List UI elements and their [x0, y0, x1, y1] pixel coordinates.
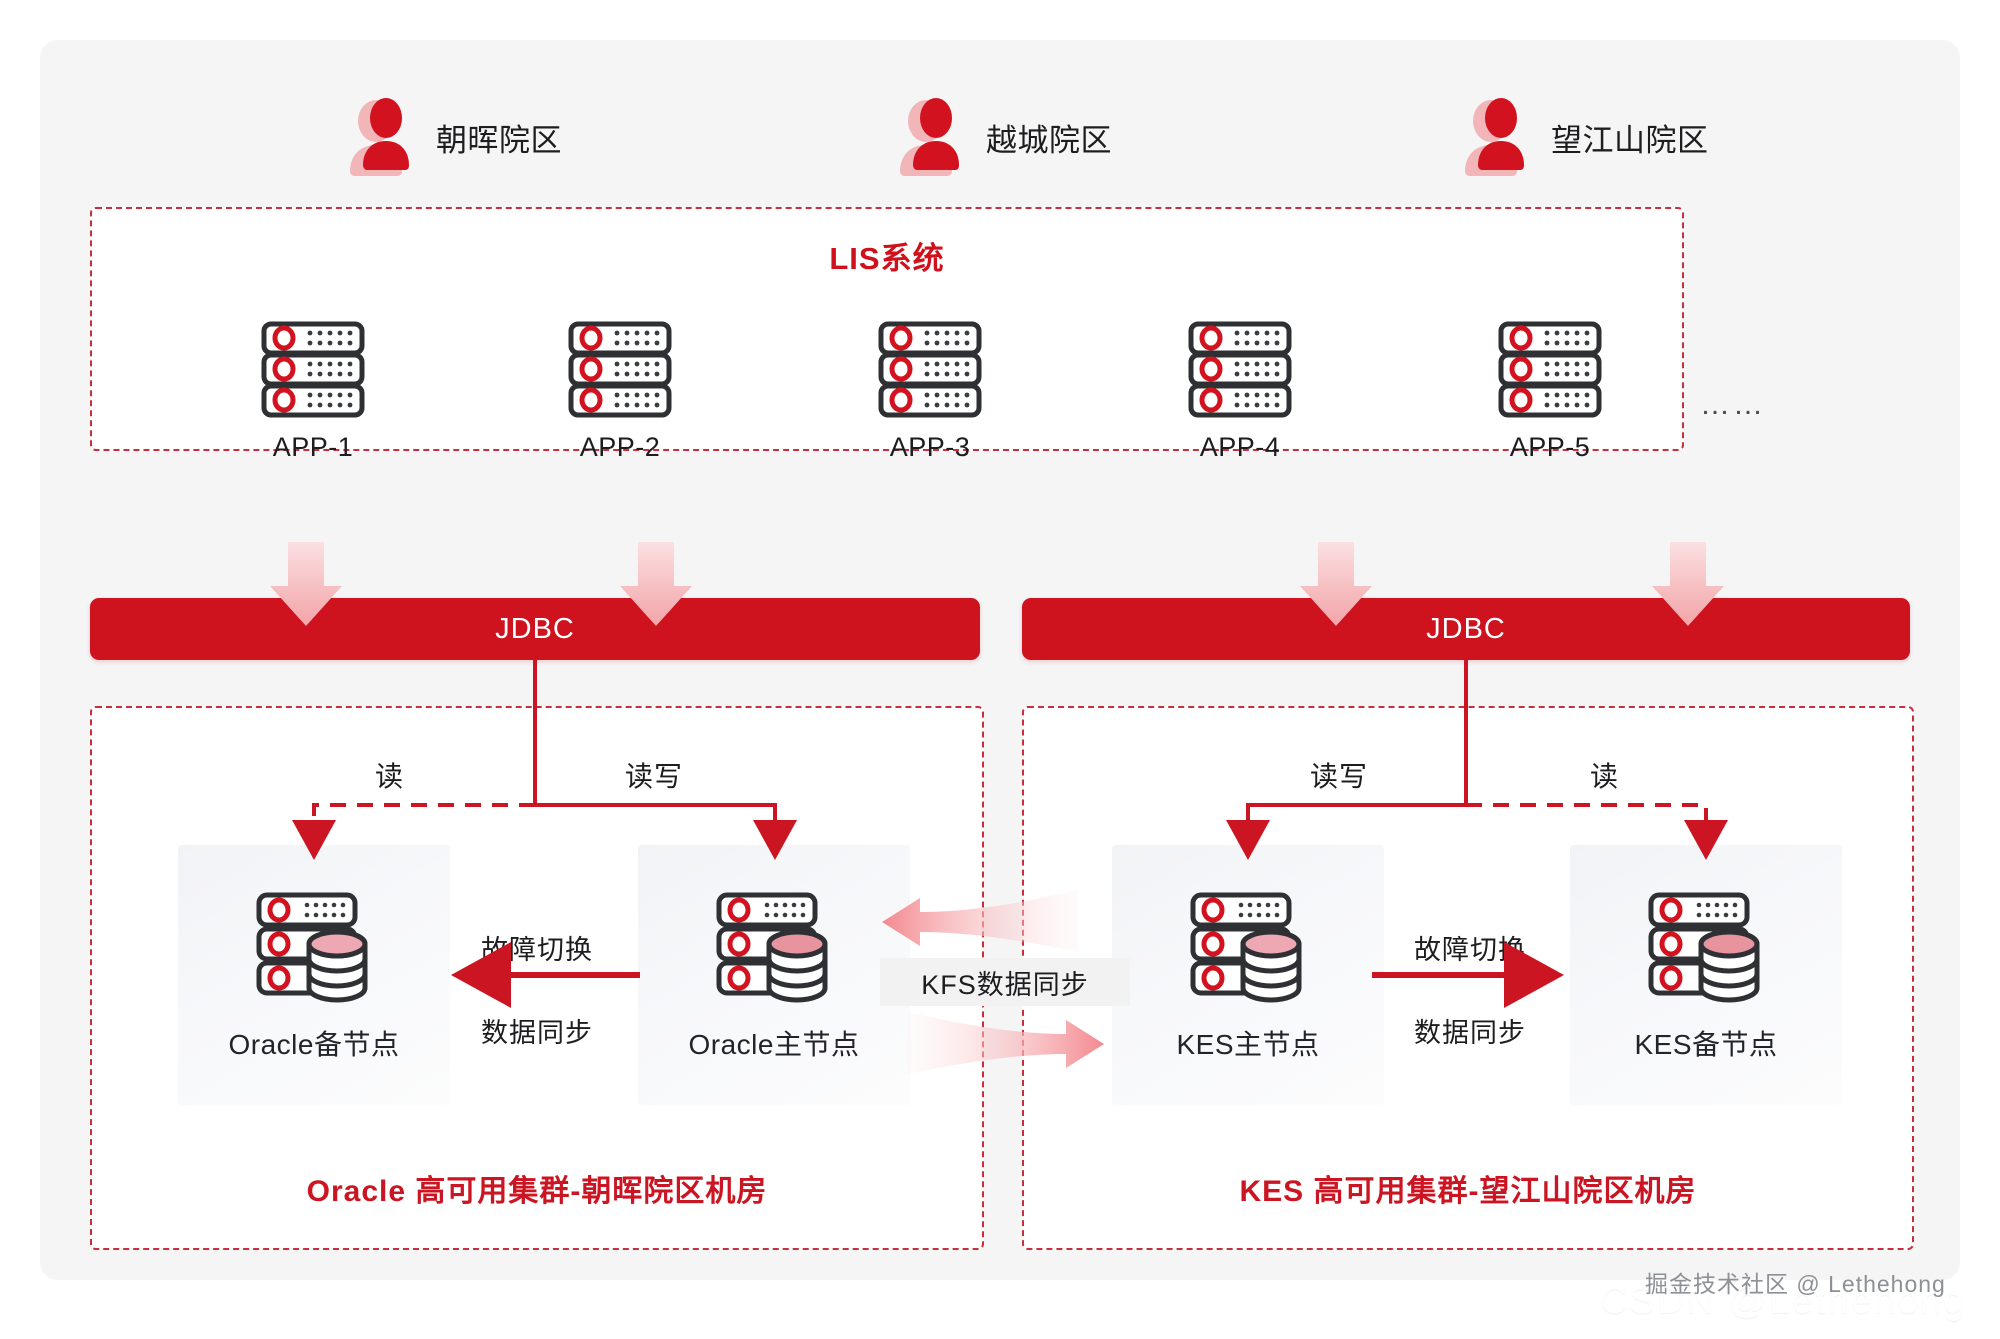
db-node-oracle-primary[interactable]: Oracle主节点: [638, 845, 910, 1105]
jdbc-label: JDBC: [1426, 612, 1506, 645]
app-label: APP-5: [1509, 432, 1591, 462]
watermark-juejin: 掘金技术社区 @ Lethehong: [1645, 1271, 1946, 1297]
database-icon: [247, 887, 382, 1017]
db-node-label: Oracle备节点: [228, 1029, 400, 1060]
datasync-label: 数据同步: [1414, 1018, 1526, 1048]
app-node-2[interactable]: APP-2: [530, 320, 710, 463]
failover-group-kes: 故障切换 数据同步: [1355, 928, 1585, 1050]
app-node-1[interactable]: APP-1: [223, 320, 403, 463]
access-label-readwrite-right: 读写: [1310, 761, 1369, 792]
user-icon: [1455, 98, 1541, 176]
db-node-label: KES主节点: [1176, 1029, 1320, 1060]
campus-label: 越城院区: [986, 122, 1112, 158]
app-node-3[interactable]: APP-3: [840, 320, 1020, 463]
campus-label: 望江山院区: [1551, 122, 1709, 158]
watermark-csdn: CSDN @Lethehong: [1600, 1280, 1967, 1322]
app-label: APP-1: [272, 432, 354, 462]
campus-group-chaohui: 朝晖院区: [340, 98, 562, 176]
server-icon: [1150, 320, 1330, 420]
failover-label: 故障切换: [481, 935, 593, 965]
campus-label: 朝晖院区: [436, 122, 562, 158]
access-label-readwrite-left: 读写: [625, 761, 684, 792]
server-icon: [223, 320, 403, 420]
kfs-sync-label: KFS数据同步: [880, 958, 1130, 1006]
user-icon: [890, 98, 976, 176]
server-icon: [840, 320, 1020, 420]
database-icon: [1181, 887, 1316, 1017]
failover-label: 故障切换: [1414, 935, 1526, 965]
db-node-label: Oracle主节点: [688, 1029, 860, 1060]
server-icon: [530, 320, 710, 420]
db-node-kes-standby[interactable]: KES备节点: [1570, 845, 1842, 1105]
app-label: APP-4: [1199, 432, 1281, 462]
app-node-4[interactable]: APP-4: [1150, 320, 1330, 463]
campus-group-yuecheng: 越城院区: [890, 98, 1112, 176]
cluster-title: Oracle 高可用集群-朝晖院区机房: [306, 1175, 768, 1208]
datasync-label: 数据同步: [481, 1018, 593, 1048]
access-label-read-right: 读: [1590, 761, 1620, 792]
db-node-kes-primary[interactable]: KES主节点: [1112, 845, 1384, 1105]
db-node-label: KES备节点: [1634, 1029, 1778, 1060]
jdbc-connector-right[interactable]: JDBC: [1022, 598, 1910, 660]
access-label-read-left: 读: [375, 761, 405, 792]
app-label: APP-3: [889, 432, 971, 462]
app-node-5[interactable]: APP-5: [1460, 320, 1640, 463]
user-icon: [340, 98, 426, 176]
failover-group-oracle: 故障切换 数据同步: [422, 928, 652, 1050]
jdbc-label: JDBC: [495, 612, 575, 645]
campus-group-wangjiangshan: 望江山院区: [1455, 98, 1709, 176]
database-icon: [1639, 887, 1774, 1017]
server-icon: [1460, 320, 1640, 420]
lis-system-title: LIS系统: [829, 241, 945, 276]
cluster-title: KES 高可用集群-望江山院区机房: [1239, 1175, 1697, 1208]
database-icon: [707, 887, 842, 1017]
db-node-oracle-standby[interactable]: Oracle备节点: [178, 845, 450, 1105]
jdbc-connector-left[interactable]: JDBC: [90, 598, 980, 660]
more-apps-ellipsis: ……: [1700, 388, 1766, 421]
app-label: APP-2: [579, 432, 661, 462]
